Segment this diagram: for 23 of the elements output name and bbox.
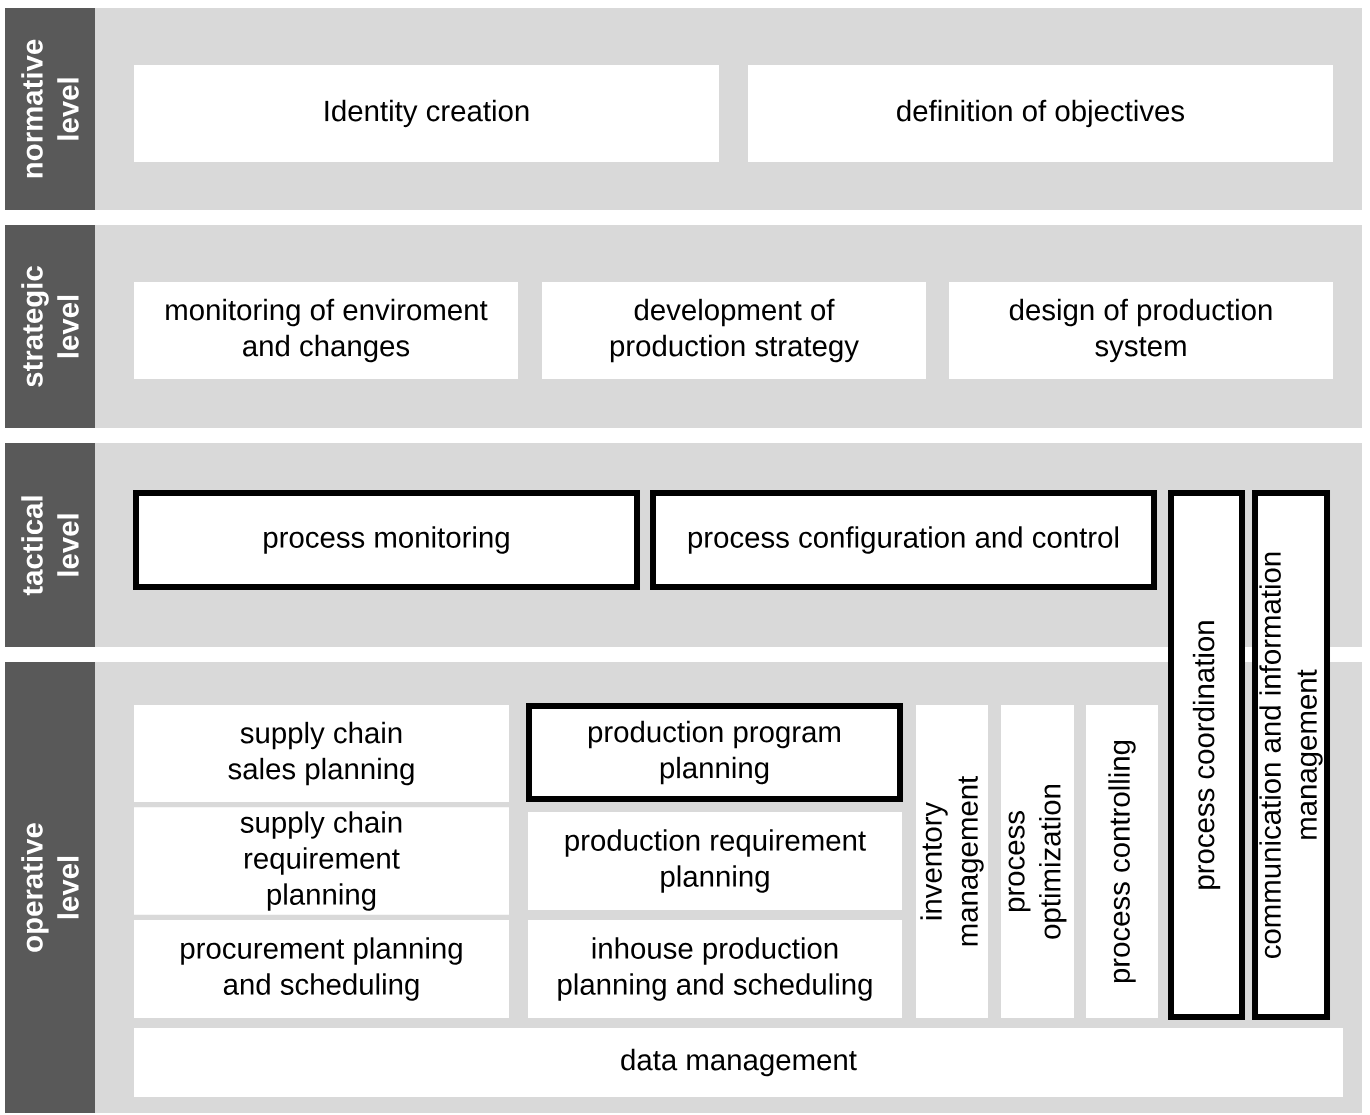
process-box: process controlling [1086, 705, 1158, 1018]
level-heading: operative level [21, 823, 79, 952]
process-box: process monitoring [133, 490, 640, 590]
level-heading: strategic level [21, 266, 79, 387]
process-box: inventory management [916, 705, 988, 1018]
process-box: supply chain sales planning [134, 705, 509, 802]
process-box: process optimization [1001, 705, 1074, 1018]
process-box: development of production strategy [542, 282, 926, 379]
level-heading: tactical level [21, 496, 79, 596]
process-box: design of production system [949, 282, 1333, 379]
process-box: production requirement planning [528, 812, 902, 910]
process-box: process configuration and control [650, 490, 1157, 590]
process-box: Identity creation [134, 65, 719, 162]
process-box: inhouse production planning and scheduling [528, 920, 902, 1018]
process-box: process coordination [1168, 490, 1245, 1020]
process-box: supply chain requirement planning [134, 807, 509, 915]
process-box: procurement planning and scheduling [134, 920, 509, 1018]
process-box: production program planning [526, 703, 903, 802]
process-box: communication and information management [1252, 490, 1330, 1020]
process-box: definition of objectives [748, 65, 1333, 162]
process-box: data management [134, 1028, 1343, 1097]
level-heading: normative level [21, 39, 79, 178]
process-box: monitoring of enviroment and changes [134, 282, 518, 379]
